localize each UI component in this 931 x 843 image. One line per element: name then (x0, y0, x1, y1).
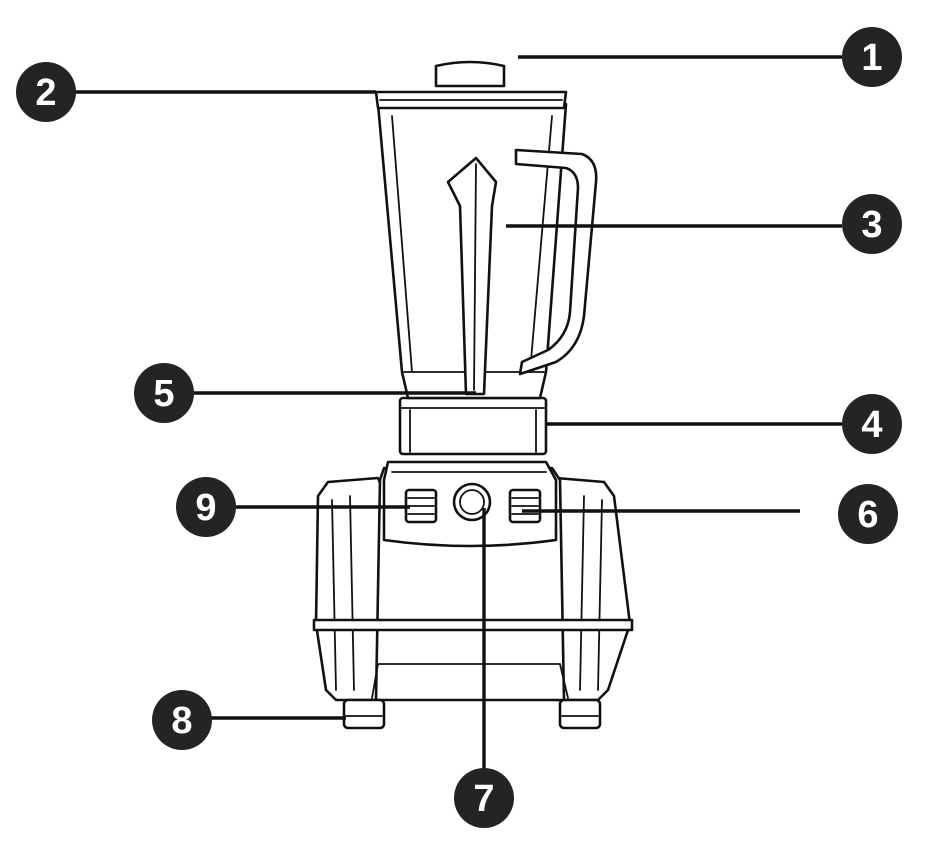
blender-illustration (312, 60, 634, 730)
right-switch (508, 488, 542, 524)
speed-knob (452, 482, 492, 522)
right-foot (558, 698, 602, 730)
jar-lid (374, 60, 568, 110)
callout-4-label: 4 (861, 404, 882, 446)
callout-3: 3 (842, 194, 902, 254)
callout-badges: 1 2 3 4 5 6 7 8 (16, 27, 902, 828)
callout-7: 7 (454, 768, 514, 828)
callout-9: 9 (176, 477, 236, 537)
callout-2-label: 2 (35, 72, 56, 114)
motor-base (312, 460, 634, 730)
callout-5-label: 5 (153, 373, 174, 415)
callout-6-label: 6 (857, 494, 878, 536)
callout-5: 5 (134, 363, 194, 423)
callout-9-label: 9 (195, 487, 216, 529)
callout-1-label: 1 (861, 37, 882, 79)
blender-jar (376, 102, 598, 400)
callout-8: 8 (152, 690, 212, 750)
left-switch (404, 488, 438, 524)
callout-1: 1 (842, 27, 902, 87)
callout-7-label: 7 (473, 778, 494, 820)
lid-plug (434, 60, 506, 88)
callout-8-label: 8 (171, 700, 192, 742)
panel-controls (404, 482, 542, 524)
jar-collar (398, 396, 548, 456)
callout-4: 4 (842, 394, 902, 454)
collar-ring (398, 396, 548, 456)
callout-6: 6 (838, 484, 898, 544)
jar-handle (514, 148, 598, 376)
leader-lines (72, 55, 842, 770)
left-foot (342, 698, 386, 730)
base-belt (312, 618, 634, 632)
callout-2: 2 (16, 62, 76, 122)
callout-3-label: 3 (861, 204, 882, 246)
